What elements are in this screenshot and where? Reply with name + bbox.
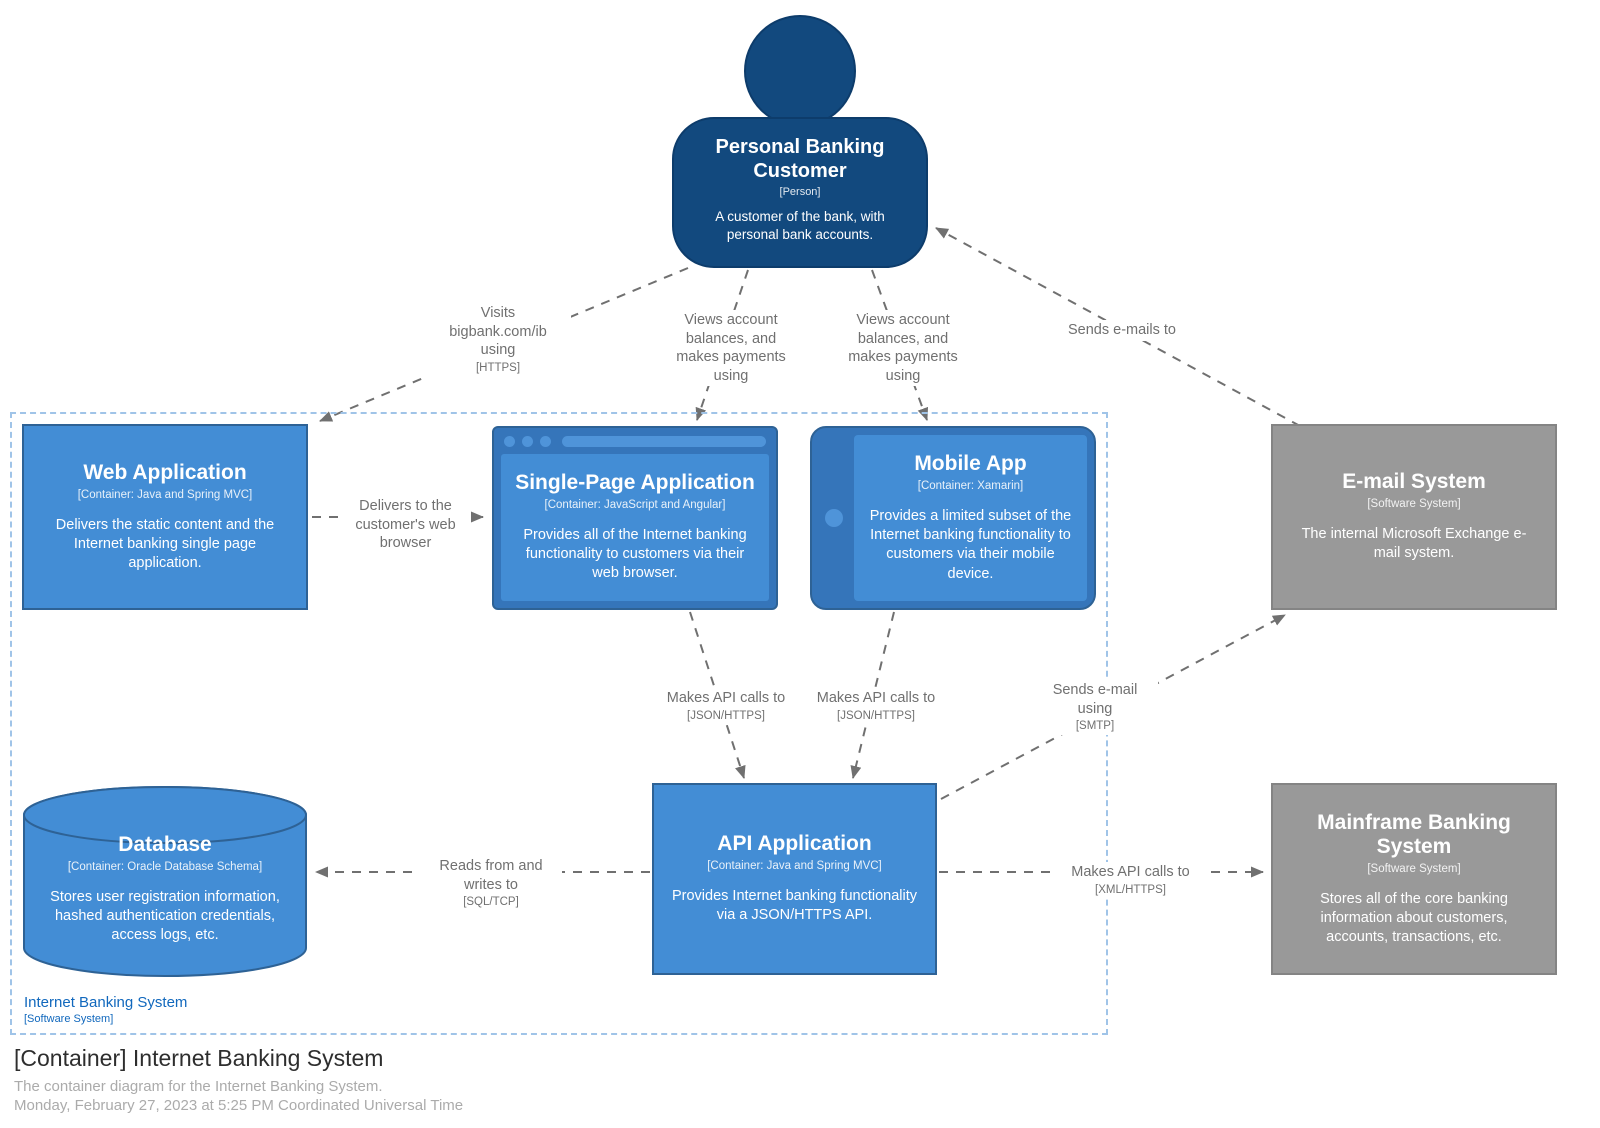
edge-label-line: using <box>885 367 921 384</box>
edge-label-line: browser <box>379 535 432 551</box>
edge-label-line: bigbank.com/ib <box>449 323 547 340</box>
edge-label-line: using <box>1077 700 1113 717</box>
node-meta: [Person] <box>779 186 821 199</box>
edge-label-tech: [XML/HTTPS] <box>1095 883 1166 896</box>
node-description: A customer of the bank, with personal ba… <box>715 209 885 242</box>
browser-chrome-bar <box>494 428 776 454</box>
edge-label-visits: Visits bigbank.com/ib using [HTTPS] <box>425 303 571 377</box>
edge-label-line: Sends e-mail <box>1052 682 1138 698</box>
edge-label-line: Makes API calls to <box>666 690 786 706</box>
edge-label-sends-emails-to: Sends e-mails to <box>1044 320 1200 341</box>
browser-dot-icon <box>540 435 551 447</box>
title-block: [Container] Internet Banking System The … <box>14 1044 463 1115</box>
node-description: Stores user registration information, ha… <box>50 888 280 944</box>
browser-dot-icon <box>522 435 533 447</box>
database-text: Database [Container: Oracle Database Sch… <box>22 833 308 945</box>
container-api-application[interactable]: API Application [Container: Java and Spr… <box>652 783 937 975</box>
edge-label-api-calls-mobile: Makes API calls to [JSON/HTTPS] <box>803 688 949 725</box>
person-body: Personal Banking Customer [Person] A cus… <box>672 117 928 268</box>
edge-label-line: balances, and <box>857 330 949 347</box>
edge-label-tech: [HTTPS] <box>475 361 521 374</box>
edge-label-line: Visits <box>480 305 516 321</box>
boundary-meta: [Software System] <box>24 1013 114 1025</box>
node-title: Mobile App <box>914 452 1027 476</box>
edge-label-line: Reads from and <box>439 858 543 874</box>
edge-label-line: Views account <box>856 312 950 328</box>
edge-label-api-calls-spa: Makes API calls to [JSON/HTTPS] <box>653 688 799 725</box>
diagram-title: [Container] Internet Banking System <box>14 1045 384 1071</box>
edge-label-views-spa: Views account balances, and makes paymen… <box>658 310 804 386</box>
container-single-page-application[interactable]: Single-Page Application [Container: Java… <box>492 426 778 610</box>
system-mainframe-banking[interactable]: Mainframe Banking System [Software Syste… <box>1271 783 1557 975</box>
node-title: Web Application <box>83 460 247 484</box>
edge-label-line: customer's web <box>355 516 456 533</box>
node-description: The internal Microsoft Exchange e-mail s… <box>1301 526 1527 562</box>
edge-label-api-calls-mainframe: Makes API calls to [XML/HTTPS] <box>1055 862 1206 899</box>
edge-label-line: Makes API calls to <box>816 690 936 706</box>
edge-label-tech: [SMTP] <box>1075 720 1115 732</box>
edge-label-line: using <box>480 342 516 358</box>
node-meta: [Software System] <box>1367 863 1461 876</box>
edge-label-line: Makes API calls to <box>1071 864 1190 880</box>
edge-label-line: Views account <box>684 312 778 328</box>
browser-dot-icon <box>504 435 515 447</box>
database-cylinder-icon <box>23 786 307 977</box>
edge-label-tech: [JSON/HTTPS] <box>687 709 765 722</box>
edge-label-tech: [SQL/TCP] <box>463 896 519 908</box>
edge-label-line: balances, and <box>685 330 777 347</box>
edge-label-views-mobile: Views account balances, and makes paymen… <box>830 310 976 386</box>
container-mobile-app[interactable]: Mobile App [Container: Xamarin] Provides… <box>810 426 1096 610</box>
container-web-application[interactable]: Web Application [Container: Java and Spr… <box>22 424 308 610</box>
phone-button-icon <box>825 509 843 527</box>
diagram-description: The container diagram for the Internet B… <box>14 1078 383 1095</box>
browser-address-bar <box>562 435 766 447</box>
node-title: Database <box>118 833 212 856</box>
edge-label-line: makes payments <box>676 349 786 365</box>
edge-label-line: using <box>713 367 749 384</box>
node-description: Stores all of the core banking informati… <box>1320 891 1508 946</box>
browser-content: Single-Page Application [Container: Java… <box>501 454 769 601</box>
node-title: E-mail System <box>1342 470 1486 494</box>
edge-label-line: writes to <box>464 876 518 893</box>
edge-label-tech: [JSON/HTTPS] <box>837 709 915 722</box>
node-description: Provides a limited subset of the Interne… <box>869 508 1072 582</box>
node-title: API Application <box>717 832 872 856</box>
edge-label-delivers: Delivers to the customer's web browser <box>340 496 471 554</box>
node-title: Single-Page Application <box>515 471 755 495</box>
boundary-label: Internet Banking System [Software System… <box>24 994 187 1026</box>
node-description: Delivers the static content and the Inte… <box>55 516 275 571</box>
system-email[interactable]: E-mail System [Software System] The inte… <box>1271 424 1557 610</box>
node-meta: [Container: JavaScript and Angular] <box>544 499 726 512</box>
node-meta: [Software System] <box>1367 498 1461 511</box>
edge-label-line: makes payments <box>848 349 958 365</box>
container-database[interactable]: Database [Container: Oracle Database Sch… <box>22 785 308 978</box>
edge-label-line: Delivers to the <box>359 498 452 514</box>
edge-label-sends-email-smtp: Sends e-mail using [SMTP] <box>1032 680 1158 735</box>
node-title: Mainframe Banking System <box>1317 810 1511 859</box>
boundary-name: Internet Banking System <box>24 994 188 1011</box>
node-title: Personal Banking Customer <box>715 136 885 182</box>
edge-label-reads-writes: Reads from and writes to [SQL/TCP] <box>420 856 562 911</box>
edge-label-line: Sends e-mails to <box>1068 322 1176 338</box>
node-meta: [Container: Xamarin] <box>917 480 1024 493</box>
node-description: Provides Internet banking functionality … <box>671 888 918 924</box>
node-meta: [Container: Oracle Database Schema] <box>67 860 263 873</box>
node-meta: [Container: Java and Spring MVC] <box>707 860 882 873</box>
node-meta: [Container: Java and Spring MVC] <box>77 488 253 501</box>
node-description: Provides all of the Internet banking fun… <box>523 527 747 582</box>
diagram-timestamp: Monday, February 27, 2023 at 5:25 PM Coo… <box>14 1097 464 1114</box>
phone-screen: Mobile App [Container: Xamarin] Provides… <box>854 435 1087 601</box>
person-head-icon <box>744 15 856 127</box>
